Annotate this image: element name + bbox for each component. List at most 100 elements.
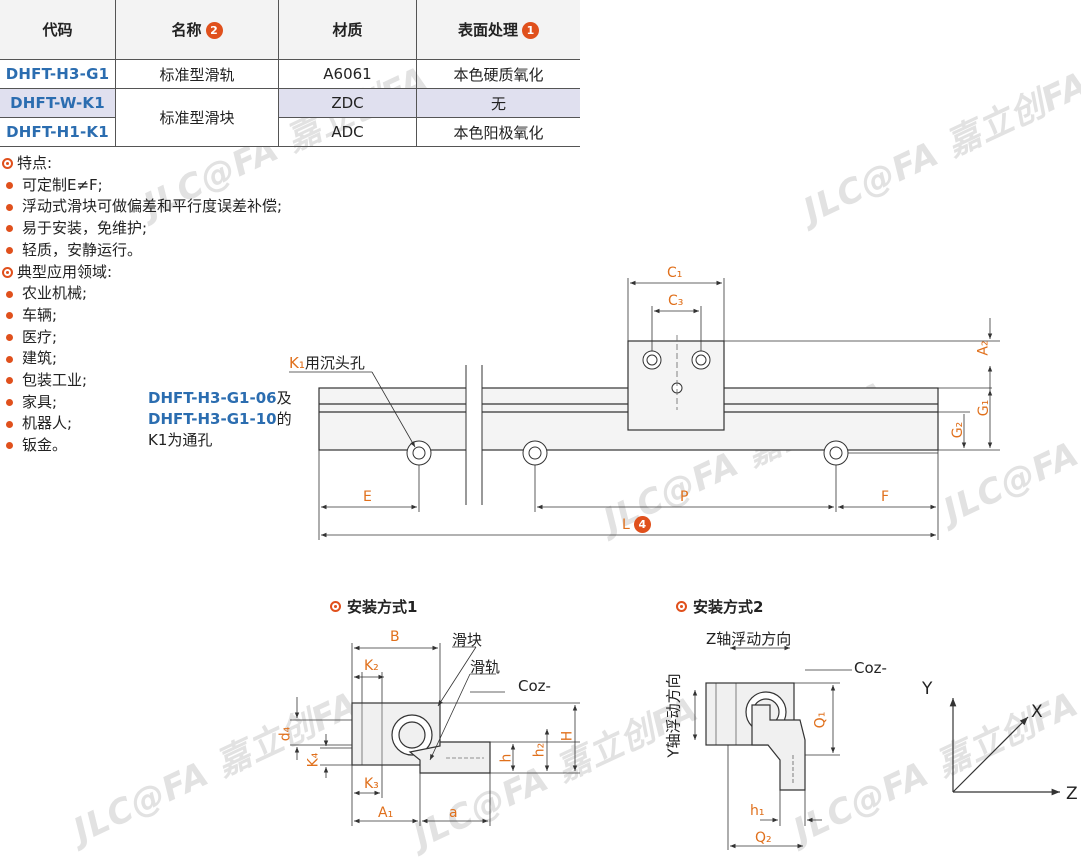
dim-c1: C₁ — [667, 265, 683, 281]
dim-h1: h₁ — [750, 803, 765, 819]
cell-material: ZDC — [278, 88, 417, 118]
dim-l-text: L — [622, 517, 630, 533]
mount2-title: 安装方式2 — [676, 596, 763, 617]
bullet-icon — [6, 182, 13, 190]
cell-material: A6061 — [278, 59, 417, 89]
features-title: 特点: — [17, 154, 53, 172]
cell-surface: 本色硬质氧化 — [416, 59, 580, 89]
dim-a: a — [449, 805, 458, 821]
list-item: 包装工业; — [22, 371, 88, 390]
axis-x-label: X — [1031, 702, 1043, 722]
bullet-icon — [6, 225, 13, 233]
mount1-title: 安装方式1 — [330, 596, 417, 617]
note-badge: 2 — [205, 22, 223, 39]
bullet-icon — [6, 333, 13, 341]
dim-p: P — [680, 489, 689, 505]
bullet-icon — [6, 312, 13, 320]
dim-a2: A₂ — [975, 340, 992, 356]
note-badge: 1 — [522, 22, 539, 39]
cell-code: DHFT-H3-G1 — [0, 59, 116, 89]
list-item: 钣金。 — [22, 436, 68, 455]
dim-h: h — [498, 753, 515, 763]
cell-name: 标准型滑块 — [115, 88, 279, 147]
list-item: 机器人; — [22, 414, 73, 433]
table-row: DHFT-H1-K1 ADC 本色阳极氧化 — [0, 117, 580, 147]
note-code: DHFT-H3-G1-10 — [148, 410, 277, 428]
dim-k2: K₂ — [364, 658, 379, 674]
note-text: 的 — [276, 410, 292, 428]
bullet-icon — [6, 203, 13, 211]
dim-c3: C₃ — [668, 293, 684, 309]
bullet-icon — [6, 377, 13, 385]
bullet-icon — [6, 442, 13, 450]
table-row: DHFT-W-K1 标准型滑块 ZDC 无 — [0, 88, 580, 147]
bullet-icon — [6, 355, 13, 363]
list-item: 浮动式滑块可做偏差和平行度误差补偿; — [22, 197, 283, 216]
dim-a1: A₁ — [378, 805, 394, 821]
target-icon — [330, 601, 341, 612]
slider-block — [627, 335, 725, 431]
break-gap — [466, 365, 482, 505]
z-direction-label: Z轴浮动方向 — [706, 630, 792, 648]
dim-d4: d₄ — [277, 726, 294, 742]
coz-label: Coz- — [518, 677, 551, 695]
mount1-section — [351, 702, 491, 774]
dimension-lines — [289, 278, 1000, 540]
header-code: 代码 — [0, 0, 116, 60]
cell-surface: 无 — [416, 88, 580, 118]
mount2-section — [705, 682, 806, 791]
k1-callout: K₁用沉头孔 — [289, 352, 365, 373]
mount2-title-text: 安装方式2 — [693, 598, 764, 616]
dim-b: B — [390, 629, 400, 645]
axis-z-label: Z — [1066, 784, 1078, 804]
cell-surface: 本色阳极氧化 — [416, 117, 580, 147]
target-icon — [2, 158, 13, 170]
list-item: 医疗; — [22, 327, 58, 346]
target-icon — [2, 266, 13, 278]
list-item: 可定制E≠F; — [22, 175, 103, 194]
list-item: 易于安装，免维护; — [22, 219, 148, 238]
table-row: DHFT-H3-G1 标准型滑轨 A6061 本色硬质氧化 — [0, 59, 580, 89]
cell-code: DHFT-W-K1 — [0, 88, 116, 118]
dim-g1: G₁ — [976, 399, 993, 417]
bullet-icon — [6, 247, 13, 255]
rail-holes — [406, 440, 849, 466]
coordinate-axes — [949, 698, 1060, 796]
through-hole-note: DHFT-H3-G1-06及 DHFT-H3-G1-10的 K1为通孔 — [148, 388, 292, 451]
cell-code: DHFT-H1-K1 — [0, 117, 116, 147]
cell-material: ADC — [278, 117, 417, 147]
dim-g2: G₂ — [950, 421, 967, 439]
list-item: 农业机械; — [22, 284, 88, 303]
note-badge: 4 — [633, 516, 651, 533]
dim-h-total: H — [559, 730, 576, 742]
features-section: 特点: 可定制E≠F; 浮动式滑块可做偏差和平行度误差补偿; 易于安装，免维护;… — [2, 153, 282, 457]
header-material: 材质 — [278, 0, 417, 60]
applications-title: 典型应用领域: — [17, 262, 113, 281]
k1-label: K₁ — [289, 354, 305, 372]
bullet-icon — [6, 420, 13, 428]
dim-k3: K₃ — [364, 776, 379, 792]
cell-name: 标准型滑轨 — [115, 59, 279, 89]
y-direction-label: Y轴浮动方向 — [664, 673, 683, 758]
dim-q2: Q₂ — [755, 830, 772, 846]
mount1-title-text: 安装方式1 — [347, 598, 418, 616]
note-text: 及 — [276, 389, 292, 407]
target-icon — [676, 601, 687, 612]
note-text: K1为通孔 — [148, 431, 213, 449]
axis-y-label: Y — [922, 679, 933, 699]
mount1-dims — [290, 643, 580, 826]
dim-q1: Q₁ — [812, 711, 829, 729]
list-item: 车辆; — [22, 305, 58, 324]
bullet-icon — [6, 399, 13, 407]
dim-f: F — [881, 489, 890, 505]
list-item: 建筑; — [22, 349, 58, 368]
k1-text: 用沉头孔 — [304, 354, 365, 372]
dim-k4: K₄ — [305, 752, 322, 768]
list-item: 轻质，安静运行。 — [22, 240, 143, 259]
rail-label: 滑轨 — [470, 658, 501, 676]
